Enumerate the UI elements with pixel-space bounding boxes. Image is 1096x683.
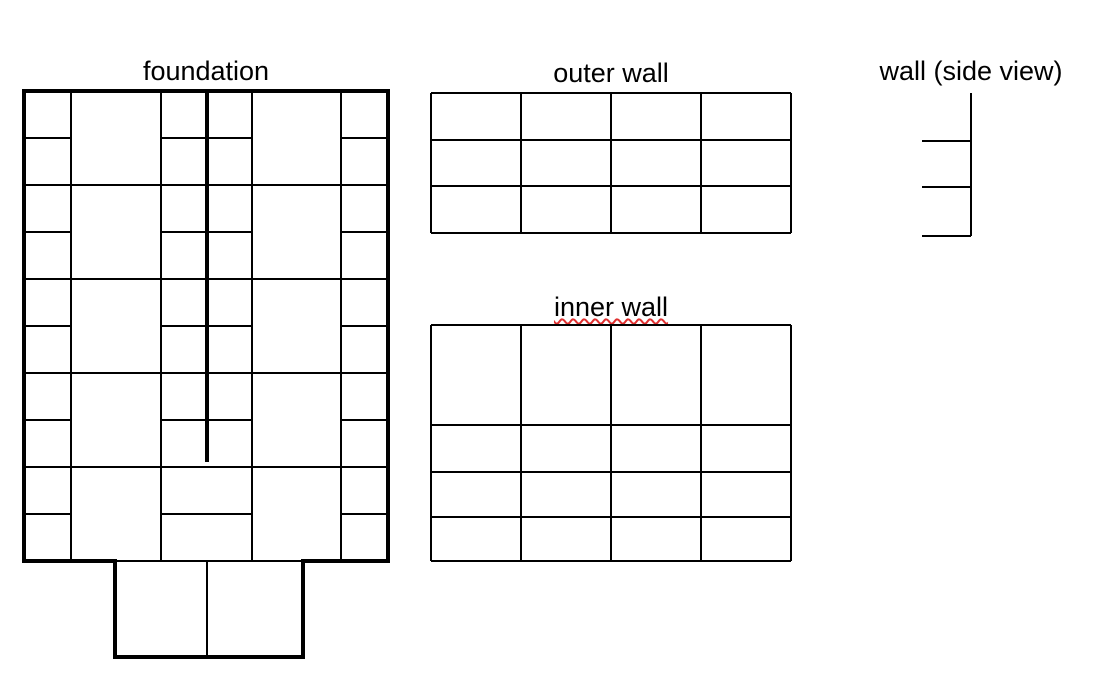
foundation-outline (21, 88, 391, 660)
wall-side-view-drawing (922, 93, 972, 237)
inner-wall-title-text: inner wall (553, 292, 669, 322)
inner-wall-title: inner wall (0, 292, 1096, 322)
outer-wall-title: outer wall (553, 58, 669, 88)
inner-wall-drawing (430, 324, 792, 562)
wall-side-view-title: wall (side view) (879, 56, 1063, 86)
foundation-drawing (21, 88, 391, 660)
outer-wall-drawing (430, 92, 792, 234)
foundation-title: foundation (142, 56, 270, 86)
